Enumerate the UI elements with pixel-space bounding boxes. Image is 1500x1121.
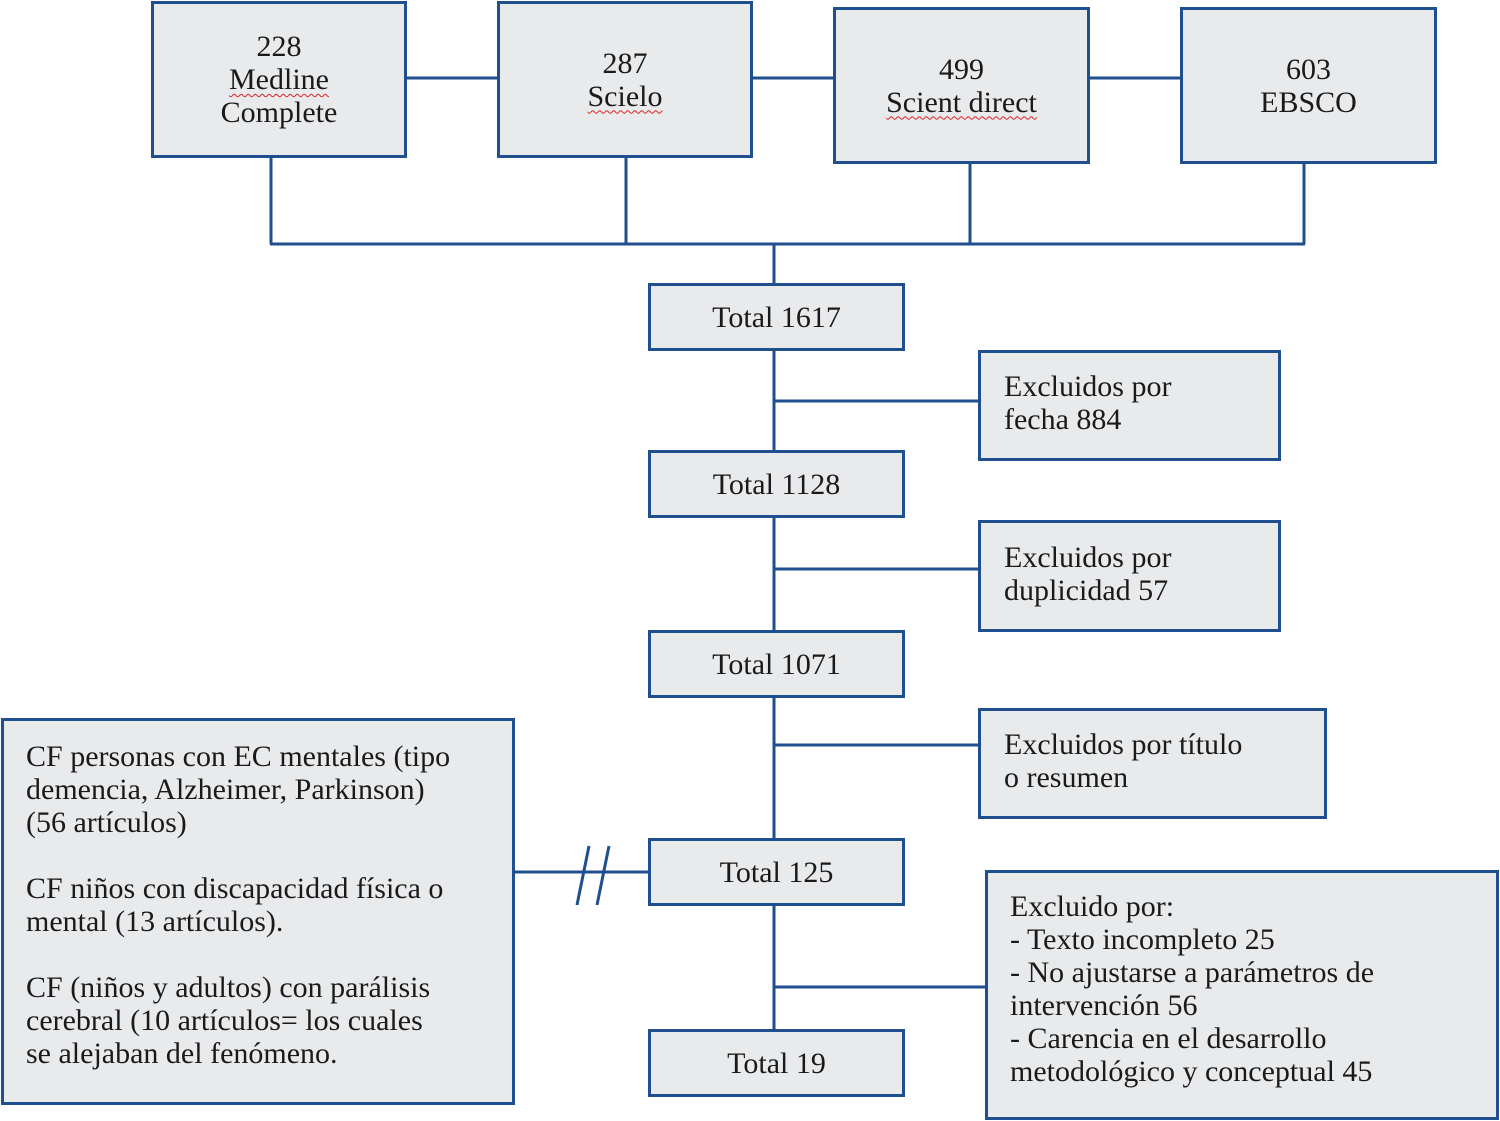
- exclusion-text: duplicidad 57: [1004, 574, 1169, 607]
- side-note-text: CF (niños y adultos) con parálisis: [26, 971, 431, 1004]
- source-count: 499: [939, 52, 984, 86]
- source-name: Medline: [229, 63, 329, 96]
- exclusion-box-fecha: Excluidos por fecha 884: [978, 350, 1281, 461]
- exclusion-box-duplicidad: Excluidos por duplicidad 57: [978, 520, 1281, 632]
- source-count: 287: [602, 46, 648, 80]
- side-note-text: CF niños con discapacidad física o: [26, 872, 444, 905]
- total-box-1: Total 1617: [648, 283, 905, 351]
- source-count: 228: [256, 30, 302, 63]
- side-note-text: cerebral (10 artículos= los cuales: [26, 1004, 423, 1037]
- source-box-ebsco: 603 EBSCO: [1180, 7, 1437, 164]
- source-box-medline: 228 Medline Complete: [151, 1, 407, 158]
- source-box-scielo: 287 Scielo: [497, 1, 753, 158]
- total-label: Total 1128: [712, 467, 841, 501]
- total-label: Total 1617: [712, 300, 841, 334]
- source-count: 603: [1286, 52, 1331, 86]
- total-box-5: Total 19: [648, 1029, 905, 1097]
- exclusion-text: o resumen: [1004, 761, 1129, 794]
- exclusion-text: metodológico y conceptual 45: [1010, 1055, 1373, 1088]
- side-note-text: (56 artículos): [26, 806, 187, 839]
- exclusion-text: Excluidos por título: [1004, 728, 1243, 761]
- exclusion-text: fecha 884: [1004, 403, 1122, 436]
- source-name: Complete: [220, 96, 338, 129]
- side-note-text: se alejaban del fenómeno.: [26, 1037, 338, 1070]
- exclusion-text: - Texto incompleto 25: [1010, 923, 1275, 956]
- total-box-4: Total 125: [648, 838, 905, 906]
- total-label: Total 19: [727, 1046, 826, 1080]
- exclusion-box-final: Excluido por: - Texto incompleto 25 - No…: [985, 870, 1499, 1120]
- exclusion-box-titulo: Excluidos por título o resumen: [978, 708, 1327, 819]
- total-label: Total 125: [719, 855, 834, 889]
- side-note-paragraph: CF niños con discapacidad física o menta…: [26, 872, 512, 938]
- source-name: Scient direct: [886, 85, 1037, 119]
- source-box-scient-direct: 499 Scient direct: [833, 7, 1090, 164]
- total-box-2: Total 1128: [648, 450, 905, 518]
- side-note-text: CF personas con EC mentales (tipo: [26, 740, 451, 773]
- exclusion-text: - No ajustarse a parámetros de: [1010, 956, 1375, 989]
- side-note-box: CF personas con EC mentales (tipo demenc…: [1, 718, 515, 1105]
- source-name: Scielo: [587, 79, 663, 113]
- side-note-text: demencia, Alzheimer, Parkinson): [26, 773, 425, 806]
- exclusion-text: intervención 56: [1010, 989, 1198, 1022]
- exclusion-text: - Carencia en el desarrollo: [1010, 1022, 1327, 1055]
- total-box-3: Total 1071: [648, 630, 905, 698]
- total-label: Total 1071: [712, 647, 841, 681]
- side-note-paragraph: CF personas con EC mentales (tipo demenc…: [26, 740, 512, 839]
- side-note-text: mental (13 artículos).: [26, 905, 284, 938]
- side-note-paragraph: CF (niños y adultos) con parálisis cereb…: [26, 971, 512, 1070]
- exclusion-text: Excluidos por: [1004, 541, 1172, 574]
- source-name: EBSCO: [1260, 85, 1357, 119]
- exclusion-text: Excluido por:: [1010, 890, 1175, 923]
- exclusion-text: Excluidos por: [1004, 370, 1172, 403]
